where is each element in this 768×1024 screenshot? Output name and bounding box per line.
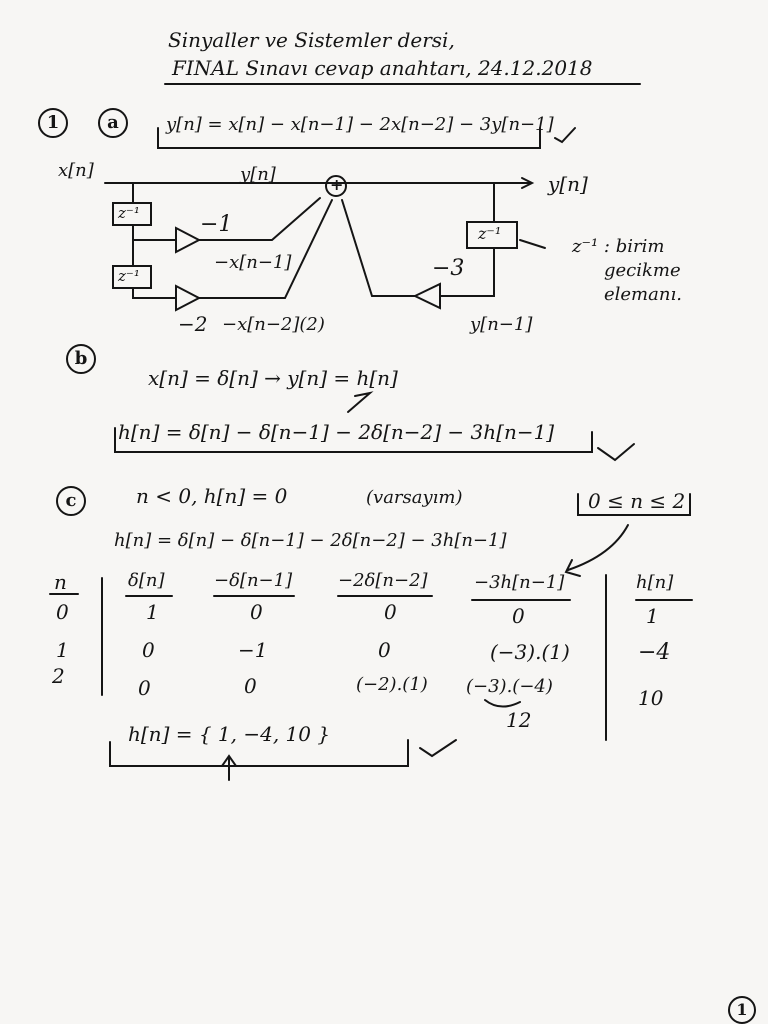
table-cell: 10	[638, 686, 664, 710]
output-label: y[n]	[548, 172, 588, 196]
header-line-2: FINAL Sınavı cevap anahtarı, 24.12.2018	[172, 56, 593, 80]
adder-symbol: +	[330, 175, 344, 194]
input-label: x[n]	[58, 160, 94, 181]
gain-2: −2	[178, 312, 208, 336]
table-header-delta-2: −2δ[n−2]	[338, 570, 428, 591]
table-cell: 1	[646, 604, 659, 628]
table-cell: 1	[56, 638, 69, 662]
part-b-line-1: x[n] = δ[n] → y[n] = h[n]	[148, 366, 398, 390]
part-c-recursion: h[n] = δ[n] − δ[n−1] − 2δ[n−2] − 3h[n−1]	[114, 530, 507, 551]
gain-1: −1	[200, 212, 233, 237]
table-cell: (−2).(1)	[356, 674, 428, 695]
table-cell: 0	[138, 676, 151, 700]
table-header-h-1: −3h[n−1]	[474, 572, 565, 593]
table-cell: (−3).(−4)	[466, 676, 553, 697]
table-header-delta: δ[n]	[128, 570, 165, 591]
note-line-3: elemanı.	[604, 284, 682, 305]
part-b-marker: b	[66, 344, 96, 374]
table-cell: 0	[244, 674, 257, 698]
part-c-assumption: (varsayım)	[366, 487, 463, 508]
gain-1-output: −x[n−1]	[214, 252, 292, 273]
part-b-line-2: h[n] = δ[n] − δ[n−1] − 2δ[n−2] − 3h[n−1]	[118, 420, 555, 444]
table-cell: −1	[238, 638, 268, 662]
table-cell: 0	[384, 600, 397, 624]
part-c-condition: n < 0, h[n] = 0	[136, 484, 288, 508]
result: h[n] = { 1, −4, 10 }	[128, 722, 331, 746]
part-c-marker: c	[56, 486, 86, 516]
note-line-1: z⁻¹ : birim	[572, 236, 665, 257]
header-line-1: Sinyaller ve Sistemler dersi,	[168, 28, 455, 52]
question-number: 1	[38, 108, 68, 138]
part-a-marker: a	[98, 108, 128, 138]
difference-equation: y[n] = x[n] − x[n−1] − 2x[n−2] − 3y[n−1]	[166, 114, 554, 135]
table-cell: (−3).(1)	[490, 640, 570, 664]
table-cell: 0	[56, 600, 69, 624]
table-cell: 0	[378, 638, 391, 662]
table-cell: 0	[250, 600, 263, 624]
table-header-delta-1: −δ[n−1]	[214, 570, 293, 591]
mid-output-label: y[n]	[240, 164, 276, 185]
gain-3: −3	[432, 256, 465, 281]
table-header-h: h[n]	[636, 572, 674, 593]
table-header-n: n	[54, 570, 67, 594]
note-line-2: gecikme	[604, 260, 681, 281]
table-cell: 0	[512, 604, 525, 628]
table-cell: −4	[638, 640, 671, 665]
part-c-range: 0 ≤ n ≤ 2	[588, 489, 686, 513]
delay-3: z⁻¹	[478, 224, 502, 243]
delay-1: z⁻¹	[118, 204, 140, 222]
table-note: 12	[506, 708, 532, 732]
feedback-output: y[n−1]	[470, 314, 533, 335]
table-cell: 0	[142, 638, 155, 662]
delay-2: z⁻¹	[118, 267, 140, 285]
table-cell: 1	[146, 600, 159, 624]
table-cell: 2	[52, 664, 65, 688]
gain-2-output: −x[n−2](2)	[222, 314, 325, 335]
page-number: 1	[728, 996, 756, 1024]
